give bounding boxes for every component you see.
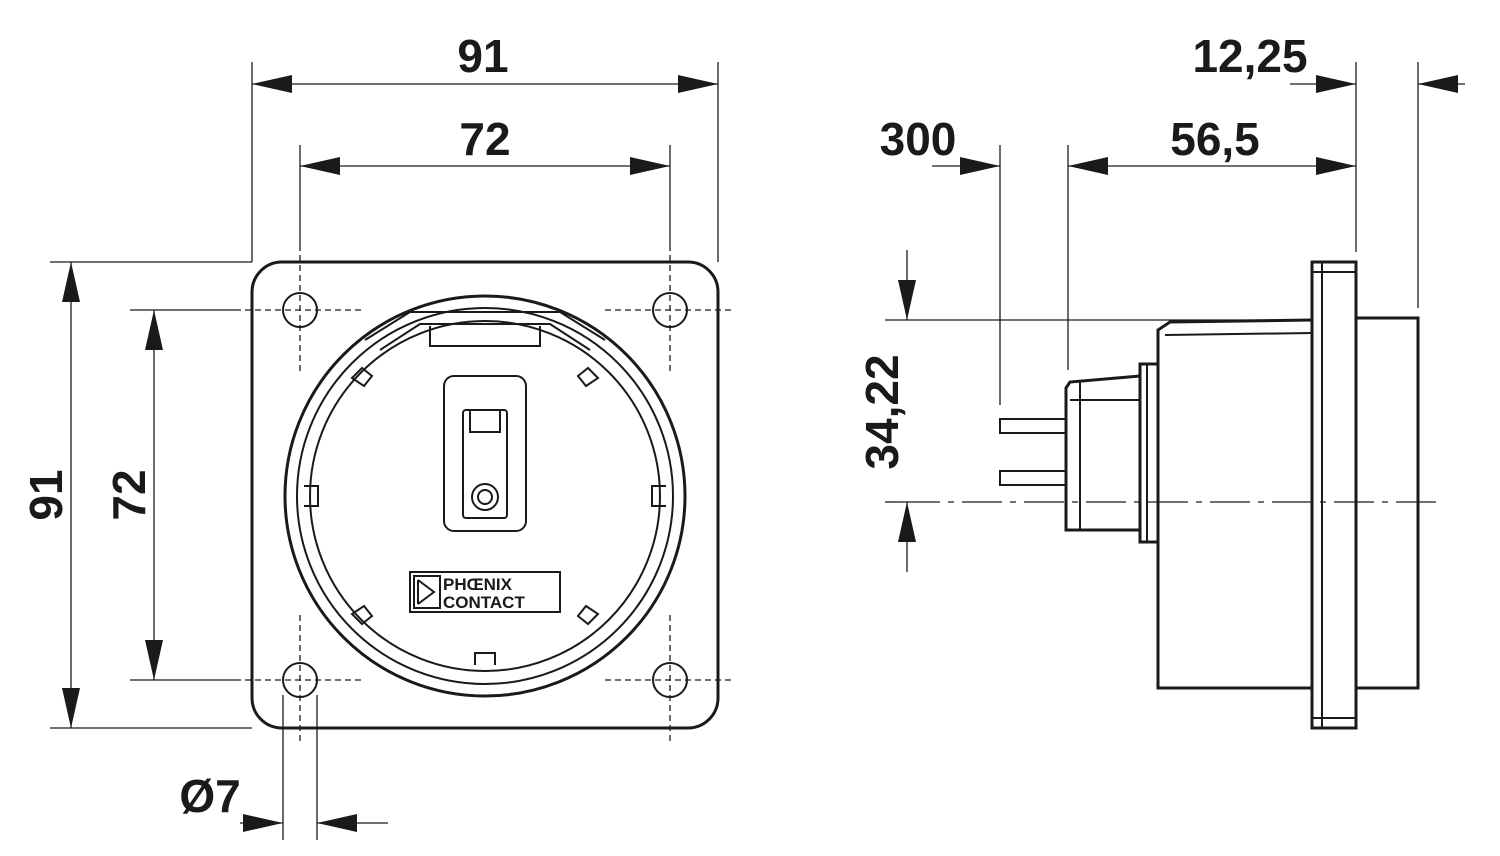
dim-width-91: 91 (252, 30, 718, 93)
connector-pins (999, 418, 1067, 486)
side-extension-lines (885, 62, 1419, 503)
logo-line1: PHŒNIX (443, 575, 513, 594)
dim-pin-length-label: 300 (880, 113, 957, 165)
dim-flange-to-back-label: 12,25 (1192, 30, 1307, 82)
dim-hole-diameter: Ø7 (179, 770, 388, 832)
flange-plate (250, 260, 720, 730)
dim-body-depth: 56,5 (1068, 113, 1356, 175)
main-body (1156, 318, 1313, 690)
dim-axis-offset-label: 34,22 (856, 354, 908, 469)
front-view: PHŒNIX CONTACT (20, 30, 735, 840)
switch-lever (443, 375, 527, 532)
dim-width-91-label: 91 (457, 30, 508, 82)
rear-cap (1354, 316, 1420, 690)
mounting-holes (235, 245, 735, 745)
dim-axis-offset: 34,22 (856, 250, 916, 572)
dim-flange-to-back: 12,25 (1192, 30, 1465, 93)
dim-height-91: 91 (20, 262, 80, 728)
dim-hole-diameter-label: Ø7 (179, 770, 240, 822)
dim-height-72: 72 (103, 310, 163, 680)
side-view: 12,25 300 56,5 34,22 (856, 30, 1465, 730)
dim-width-72: 72 (300, 113, 670, 175)
extension-lines (50, 62, 719, 840)
mounting-ring (283, 294, 687, 698)
connector-housing (1064, 362, 1160, 544)
phoenix-contact-logo: PHŒNIX CONTACT (409, 571, 561, 613)
dim-height-72-label: 72 (103, 469, 155, 520)
dim-pin-length: 300 (880, 113, 1000, 175)
dim-width-72-label: 72 (459, 113, 510, 165)
dim-body-depth-label: 56,5 (1170, 113, 1260, 165)
dim-height-91-label: 91 (20, 469, 72, 520)
logo-line2: CONTACT (443, 593, 525, 612)
side-flange (1310, 260, 1358, 730)
